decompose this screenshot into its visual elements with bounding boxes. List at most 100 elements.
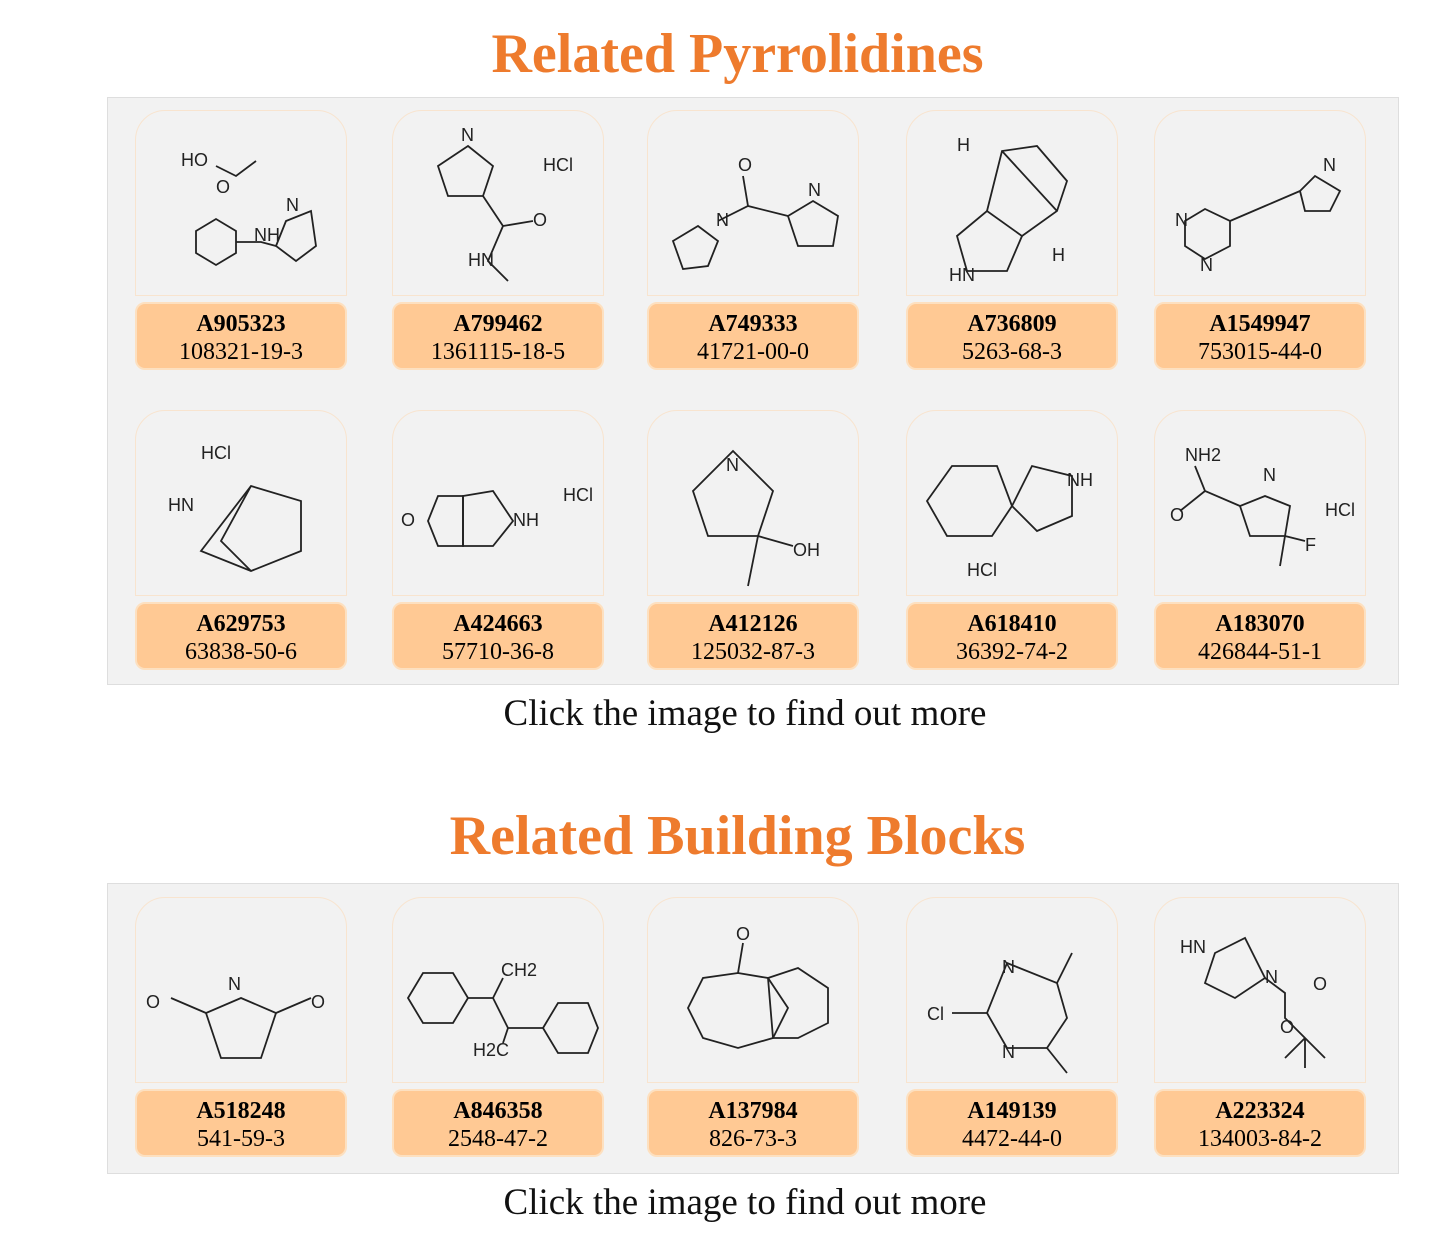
product-id[interactable]: A1549947	[1209, 311, 1311, 337]
section-title-building-blocks: Related Building Blocks	[449, 805, 1026, 867]
cas-number: 134003-84-2	[1198, 1126, 1322, 1152]
cas-number: 41721-00-0	[697, 339, 809, 365]
product-id[interactable]: A846358	[453, 1098, 543, 1124]
atom-label: N	[228, 974, 241, 994]
product-label[interactable]: A618410 36392-74-2	[906, 602, 1118, 670]
product-label[interactable]: A183070 426844-51-1	[1154, 602, 1366, 670]
atom-label: HN	[468, 250, 494, 270]
product-id[interactable]: A618410	[967, 611, 1057, 637]
product-label[interactable]: A629753 63838-50-6	[135, 602, 347, 670]
atom-label: NH	[1067, 470, 1093, 490]
atom-label: N	[461, 125, 474, 145]
cas-number: 826-73-3	[709, 1126, 797, 1152]
product-label[interactable]: A1549947 753015-44-0	[1154, 302, 1366, 370]
atom-label: O	[533, 210, 547, 230]
cas-number: 4472-44-0	[962, 1126, 1062, 1152]
cas-number: 541-59-3	[197, 1126, 285, 1152]
product-label[interactable]: A518248 541-59-3	[135, 1089, 347, 1157]
atom-label: HCl	[1325, 500, 1355, 520]
atom-label: HN	[949, 265, 975, 285]
product-label[interactable]: A736809 5263-68-3	[906, 302, 1118, 370]
atom-label: H2C	[473, 1040, 509, 1060]
cas-number: 125032-87-3	[691, 639, 815, 665]
atom-label: N	[1263, 465, 1276, 485]
product-id[interactable]: A137984	[708, 1098, 798, 1124]
atom-label: NH	[254, 225, 280, 245]
product-label[interactable]: A424663 57710-36-8	[392, 602, 604, 670]
atom-label: O	[146, 992, 160, 1012]
caption-pyrrolidines: Click the image to find out more	[503, 693, 987, 734]
product-label[interactable]: A149139 4472-44-0	[906, 1089, 1118, 1157]
product-id[interactable]: A223324	[1215, 1098, 1305, 1124]
product-id[interactable]: A905323	[196, 311, 286, 337]
atom-label: N	[1002, 1042, 1015, 1062]
cas-number: 753015-44-0	[1198, 339, 1322, 365]
product-label[interactable]: A137984 826-73-3	[647, 1089, 859, 1157]
atom-label: O	[1280, 1017, 1294, 1037]
cas-number: 1361115-18-5	[430, 339, 566, 365]
cas-number: 36392-74-2	[956, 639, 1068, 665]
product-card[interactable]: O A137984 826-73-3	[647, 897, 859, 1157]
product-label[interactable]: A799462 1361115-18-5	[392, 302, 604, 370]
product-id[interactable]: A749333	[708, 311, 798, 337]
cas-number: 108321-19-3	[179, 339, 303, 365]
atom-label: HCl	[563, 485, 593, 505]
product-id[interactable]: A149139	[967, 1098, 1057, 1124]
product-id[interactable]: A799462	[453, 311, 543, 337]
atom-label: O	[216, 177, 230, 197]
cas-number: 63838-50-6	[185, 639, 297, 665]
product-label[interactable]: A412126 125032-87-3	[647, 602, 859, 670]
product-label[interactable]: A223324 134003-84-2	[1154, 1089, 1366, 1157]
product-label[interactable]: A846358 2548-47-2	[392, 1089, 604, 1157]
product-id[interactable]: A424663	[453, 611, 543, 637]
product-label[interactable]: A905323 108321-19-3	[135, 302, 347, 370]
atom-label: OH	[793, 540, 820, 560]
product-id[interactable]: A183070	[1215, 611, 1305, 637]
structure-image[interactable]: O	[647, 897, 859, 1083]
cas-number: 5263-68-3	[962, 339, 1062, 365]
product-id[interactable]: A518248	[196, 1098, 286, 1124]
atom-label: F	[1305, 535, 1316, 555]
cas-number: 57710-36-8	[442, 639, 554, 665]
product-id[interactable]: A412126	[708, 611, 798, 637]
caption-building-blocks: Click the image to find out more	[503, 1182, 987, 1223]
atom-label: N	[808, 180, 821, 200]
atom-label: O	[736, 924, 750, 944]
product-id[interactable]: A629753	[196, 611, 286, 637]
product-id[interactable]: A736809	[967, 311, 1057, 337]
product-label[interactable]: A749333 41721-00-0	[647, 302, 859, 370]
